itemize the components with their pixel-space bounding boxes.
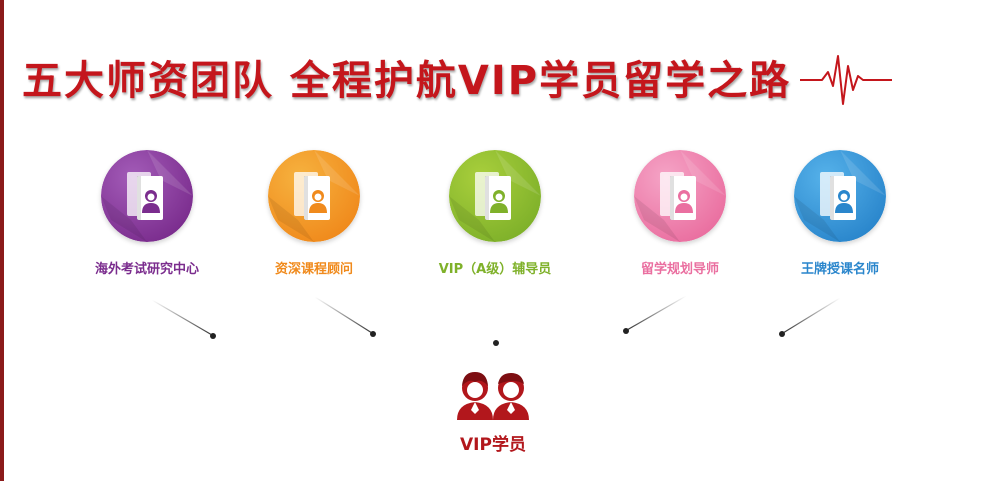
connector-dot [370, 331, 376, 337]
team-member-label: 留学规划导师 [640, 262, 719, 277]
connector-line [626, 295, 687, 331]
team-member-label: 资深课程顾问 [274, 262, 353, 277]
badge-circle [634, 150, 726, 242]
team-member-label: 王牌授课名师 [800, 262, 879, 277]
left-accent-bar [0, 0, 4, 481]
book-with-person-icon [449, 150, 541, 242]
connector-line [782, 297, 841, 334]
team-member-label: 海外考试研究中心 [94, 262, 199, 277]
connector-line [314, 296, 373, 334]
badge-circle [101, 150, 193, 242]
badge-circle [794, 150, 886, 242]
vip-student: VIP学员 [443, 368, 543, 455]
team-member-course-advisor: 资深课程顾问 [229, 150, 399, 277]
badge-circle [268, 150, 360, 242]
team-member-vip-counselor: VIP（A级）辅导员 [410, 150, 580, 277]
connector-dot [623, 328, 629, 334]
page-headline: 五大师资团队 全程护航VIP学员留学之路 [22, 58, 792, 104]
teacher-team-list: 海外考试研究中心 资深课程顾问 VIP（A级）辅导员 留学规划导师 王牌授课名师 [0, 150, 1003, 290]
team-member-star-teacher: 王牌授课名师 [755, 150, 925, 277]
heartbeat-pulse-icon [800, 55, 892, 105]
connector-line [151, 299, 213, 336]
book-with-person-icon [101, 150, 193, 242]
book-with-person-icon [794, 150, 886, 242]
badge-circle [449, 150, 541, 242]
team-member-exam-research: 海外考试研究中心 [62, 150, 232, 277]
team-member-study-planner: 留学规划导师 [595, 150, 765, 277]
connector-dot [493, 340, 499, 346]
team-member-label: VIP（A级）辅导员 [438, 262, 552, 277]
book-with-person-icon [268, 150, 360, 242]
two-people-icon [457, 372, 529, 420]
vip-student-label: VIP学员 [460, 435, 526, 455]
book-with-person-icon [634, 150, 726, 242]
connector-dot [779, 331, 785, 337]
connector-dot [210, 333, 216, 339]
